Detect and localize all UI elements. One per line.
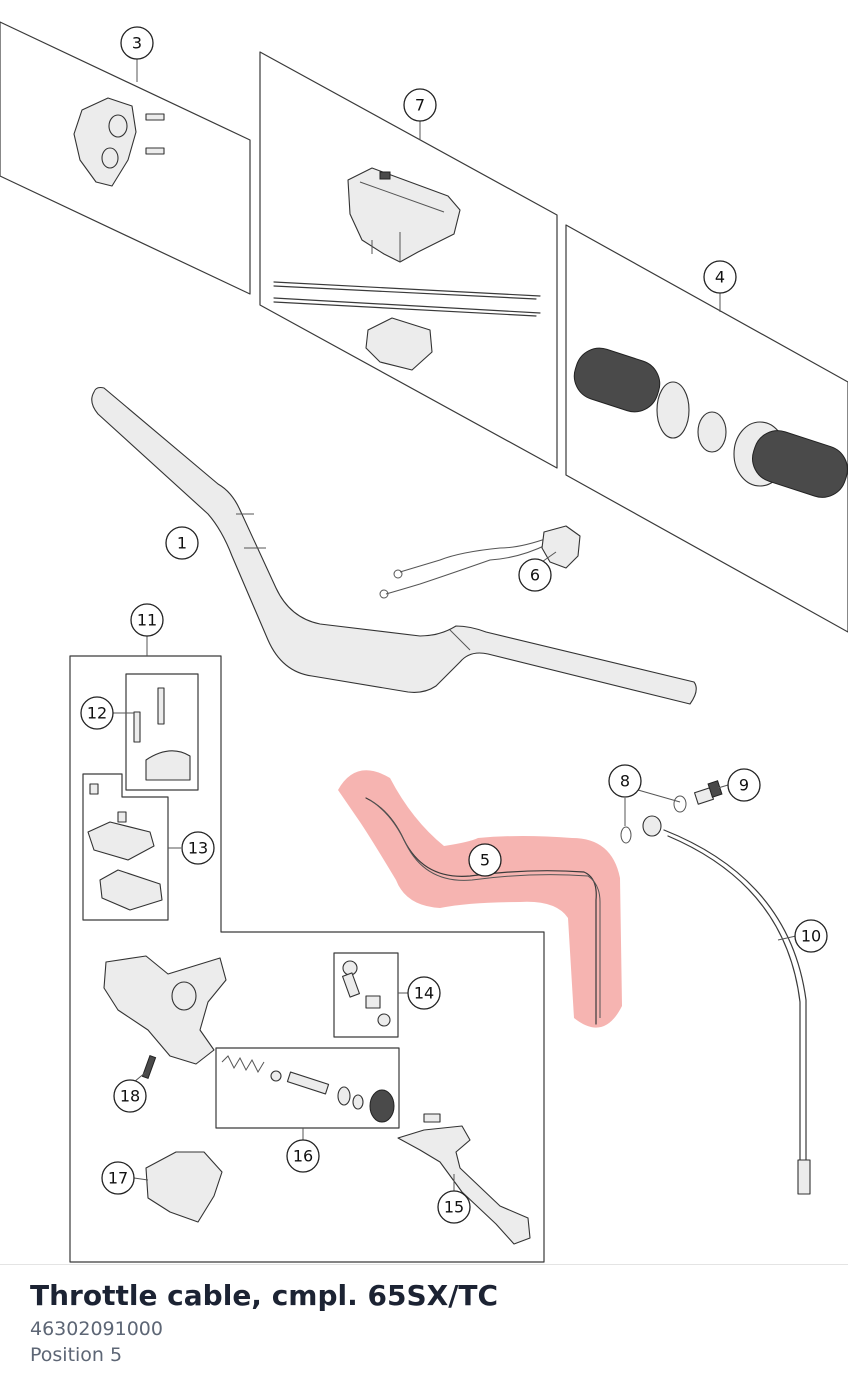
- svg-text:13: 13: [188, 839, 208, 858]
- callout-12[interactable]: 12: [80, 696, 114, 730]
- callout-10[interactable]: 10: [794, 919, 828, 953]
- master-cylinder-body: [103, 955, 227, 1065]
- svg-text:17: 17: [108, 1169, 128, 1188]
- part-17: [145, 1151, 223, 1223]
- callout-9[interactable]: 9: [727, 768, 761, 802]
- switch-housing-part-7: [273, 167, 541, 371]
- svg-text:11: 11: [137, 611, 157, 630]
- part-info: Throttle cable, cmpl. 65SX/TC 4630209100…: [30, 1276, 830, 1368]
- svg-text:6: 6: [530, 566, 540, 585]
- part-position: Position 5: [30, 1344, 123, 1366]
- o-rings-part-8: [620, 795, 687, 844]
- svg-text:14: 14: [414, 984, 434, 1003]
- group-box-4: [565, 224, 848, 633]
- callout-16[interactable]: 16: [286, 1139, 320, 1173]
- screw-part-18: [141, 1054, 157, 1080]
- handlebar-part-1: [91, 386, 697, 705]
- svg-text:18: 18: [120, 1087, 140, 1106]
- callout-1[interactable]: 1: [165, 526, 199, 560]
- part-number: 46302091000: [30, 1318, 163, 1340]
- callout-17[interactable]: 17: [101, 1161, 135, 1195]
- part-14: [341, 960, 391, 1027]
- lever-part-15: [397, 1113, 531, 1245]
- kill-switch-part-6: [379, 525, 581, 599]
- sub-box-12: [125, 673, 199, 791]
- callout-6[interactable]: 6: [518, 558, 552, 592]
- brake-line-part-10: [642, 815, 811, 1195]
- throttle-cable-highlight: [338, 770, 622, 1028]
- svg-text:7: 7: [415, 96, 425, 115]
- callout-13[interactable]: 13: [181, 831, 215, 865]
- clamp-part-12: [133, 687, 191, 781]
- svg-text:1: 1: [177, 534, 187, 553]
- group-box-7: [259, 51, 558, 469]
- sub-box-13: [82, 773, 169, 921]
- svg-text:10: 10: [801, 927, 821, 946]
- svg-text:4: 4: [715, 268, 725, 287]
- svg-text:5: 5: [480, 851, 490, 870]
- svg-text:9: 9: [739, 776, 749, 795]
- reservoir-cover-part-13: [87, 783, 163, 911]
- callout-7[interactable]: 7: [403, 88, 437, 122]
- svg-text:15: 15: [444, 1198, 464, 1217]
- group-box-3: [0, 21, 251, 295]
- callout-14[interactable]: 14: [407, 976, 441, 1010]
- svg-text:3: 3: [132, 34, 142, 53]
- callout-4[interactable]: 4: [703, 260, 737, 294]
- callout-18[interactable]: 18: [113, 1079, 147, 1113]
- callout-8[interactable]: 8: [608, 764, 642, 798]
- group-box-11: [69, 655, 545, 1263]
- sub-box-14: [333, 952, 399, 1038]
- svg-text:8: 8: [620, 772, 630, 791]
- callout-11[interactable]: 11: [130, 603, 164, 637]
- grips-part-4: [573, 347, 848, 498]
- part-title: Throttle cable, cmpl. 65SX/TC: [30, 1279, 499, 1312]
- clamp-part-3: [73, 97, 165, 187]
- sub-box-16: [215, 1047, 400, 1129]
- callout-15[interactable]: 15: [437, 1190, 471, 1224]
- piston-kit-part-16: [221, 1055, 395, 1123]
- callout-3[interactable]: 3: [120, 26, 154, 60]
- exploded-parts-diagram: 3 7 4 1 6 11 12 13 5 8 9 10 14 18 16 17 …: [0, 21, 848, 1263]
- callout-5[interactable]: 5: [468, 843, 502, 877]
- svg-text:12: 12: [87, 704, 107, 723]
- banjo-bolt-part-9: [693, 780, 723, 805]
- svg-text:16: 16: [293, 1147, 313, 1166]
- divider: [0, 1264, 848, 1265]
